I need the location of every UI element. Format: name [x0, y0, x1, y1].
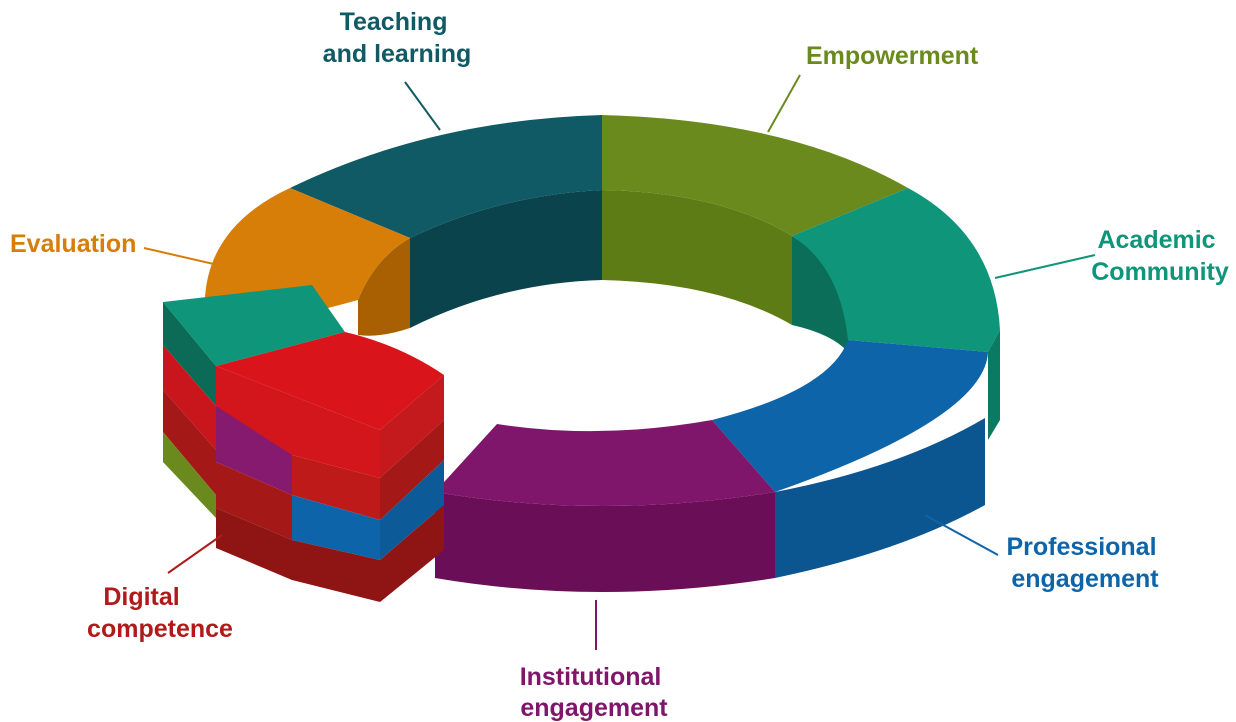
digital-block-front-red-e [216, 366, 380, 478]
professional-label: Professional engagement [1006, 533, 1163, 593]
institutional-outer-wall [435, 492, 775, 592]
digital-block-right-red [380, 375, 444, 478]
digital-block-front-red-d [292, 540, 380, 602]
digital-block-right-blue [380, 460, 444, 560]
teaching-top [290, 115, 602, 238]
teaching-label-line1: Teaching [340, 8, 448, 36]
professional-top [712, 340, 988, 492]
institutional-label-line2: engagement [520, 694, 668, 722]
teaching-label-line2: and learning [323, 40, 472, 68]
digital-block-front-blue [292, 495, 380, 560]
academic-label: Academic Community [1091, 226, 1229, 286]
professional-label-line1: Professional [1006, 533, 1156, 561]
digital-block-side-green [163, 302, 216, 406]
teaching-label: Teaching and learning [323, 8, 472, 68]
academic-inner-wall [792, 236, 848, 352]
teaching-inner-wall [410, 190, 602, 328]
institutional-label: Institutional engagement [520, 663, 669, 722]
digital-block-side-red1 [163, 345, 216, 450]
digital-label: Digital competence [87, 583, 233, 643]
teaching-leader-line [404, 81, 441, 131]
empowerment-inner-wall [602, 190, 792, 325]
academic-outer-wall [988, 330, 1000, 440]
empowerment-top [602, 115, 908, 236]
digital-leader-line [167, 534, 223, 574]
evaluation-inner-wall [358, 238, 410, 336]
institutional-label-line1: Institutional [520, 663, 662, 691]
digital-label-line1: Digital [103, 583, 179, 611]
digital-block-front-red-a [216, 462, 292, 540]
digital-block-top-green [163, 285, 345, 366]
professional-outer-wall [775, 418, 985, 578]
digital-label-line2: competence [87, 615, 233, 643]
academic-label-line2: Community [1091, 258, 1229, 286]
professional-leader-line [924, 514, 999, 556]
evaluation-label: Evaluation [10, 230, 136, 258]
academic-label-line1: Academic [1097, 226, 1215, 254]
digital-block-front-purple [216, 406, 292, 495]
digital-block-side-red2 [163, 390, 216, 495]
evaluation-label-line1: Evaluation [10, 230, 136, 258]
professional-label-line2: engagement [1011, 565, 1159, 593]
empowerment-label: Empowerment [806, 42, 979, 70]
digital-block-top-red [216, 332, 444, 430]
empowerment-label-line1: Empowerment [806, 42, 979, 70]
evaluation-leader-line [143, 247, 219, 266]
empowerment-leader-line [767, 74, 801, 133]
digital-block-side-olive [163, 432, 216, 518]
evaluation-top [205, 188, 410, 310]
digital-block-front-red-b [216, 508, 292, 580]
academic-top [792, 188, 1000, 352]
institutional-top [435, 420, 775, 506]
academic-leader-line [994, 254, 1096, 279]
digital-block-front-red-c [292, 455, 380, 520]
digital-block-right-red3 [380, 505, 444, 602]
digital-block-right-red2 [380, 420, 444, 520]
